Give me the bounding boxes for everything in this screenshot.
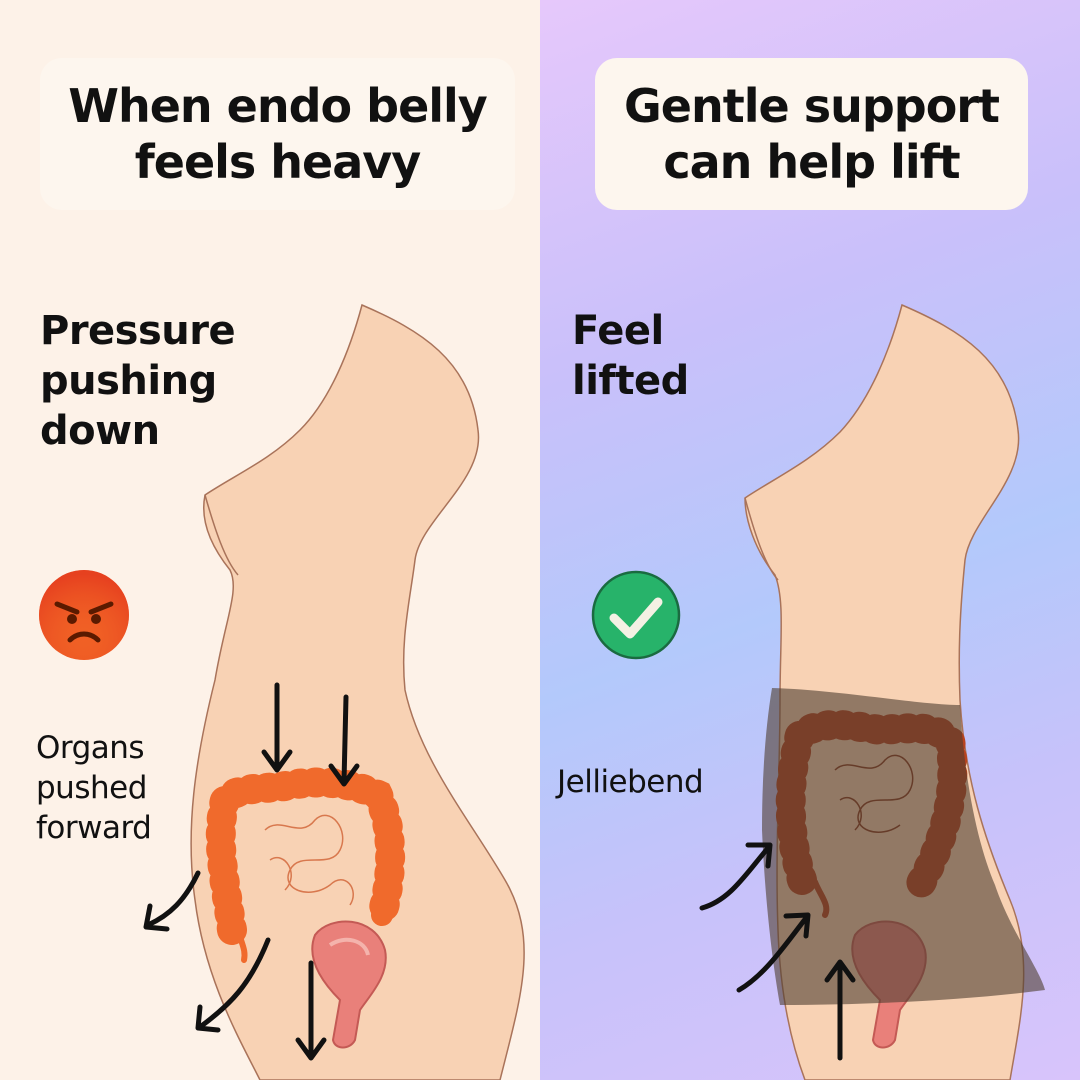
lift-arrows [699, 842, 856, 1061]
left-headline: When endo belly feels heavy [40, 58, 515, 210]
left-illustration [39, 303, 525, 1080]
uterus-shape [311, 920, 387, 1049]
right-illustration [591, 303, 1045, 1080]
organs-pushed-label: Organs pushed forward [36, 730, 152, 846]
product-label: Jelliebend [557, 764, 704, 800]
left-panel: When endo belly feels heavy Pressure pus… [0, 0, 540, 1080]
pressure-arrows [143, 682, 360, 1061]
right-panel: Gentle support can help lift Feel lifted… [540, 0, 1080, 1080]
intestine-shape [205, 767, 406, 963]
support-band [762, 688, 1045, 1005]
lifted-label: Feel lifted [572, 308, 689, 404]
pressure-label: Pressure pushing down [40, 308, 236, 454]
check-mark-icon [591, 570, 681, 660]
angry-face-icon [39, 570, 129, 660]
right-headline: Gentle support can help lift [595, 58, 1028, 210]
